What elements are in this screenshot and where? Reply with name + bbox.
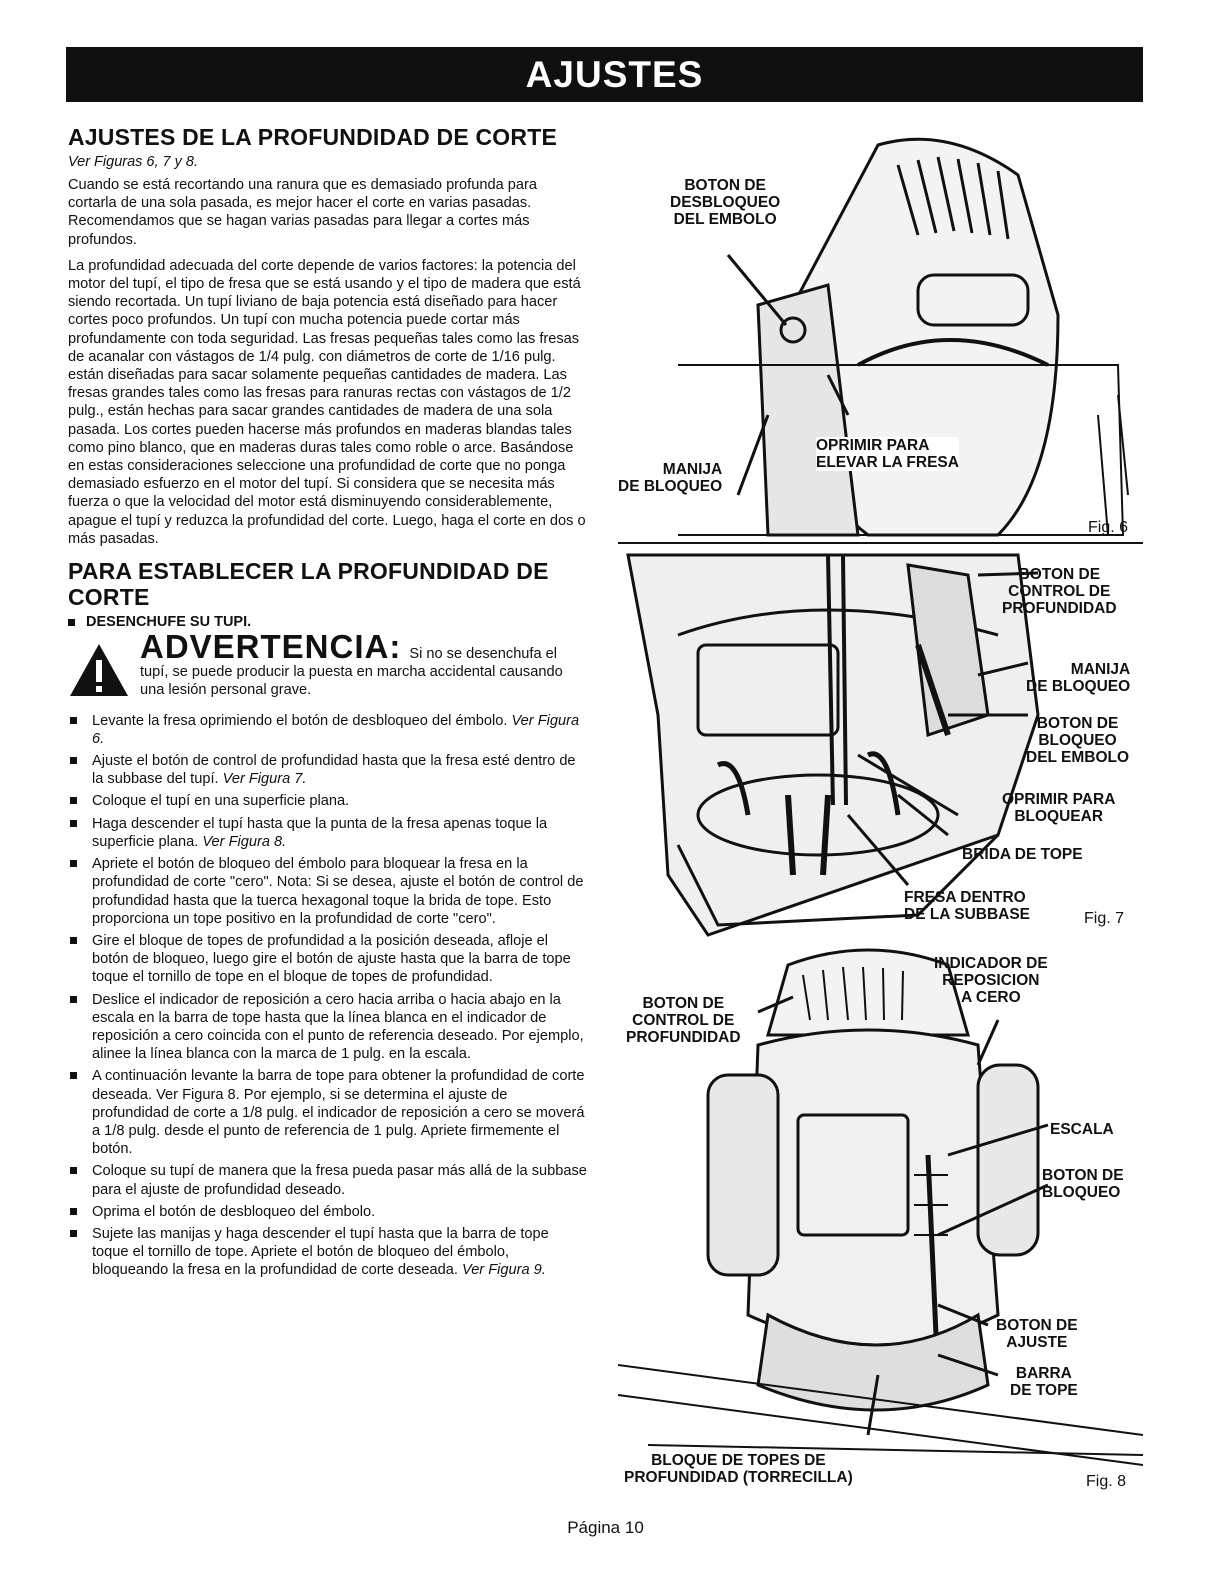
page-title: AJUSTES	[525, 53, 704, 95]
figure-number-7: Fig. 7	[1084, 910, 1125, 927]
list-item: Apriete el botón de bloqueo del émbolo p…	[68, 855, 588, 928]
warning-title: ADVERTENCIA:	[140, 628, 402, 666]
bullet-square-icon	[68, 618, 75, 626]
callout-lock-handle: MANIJA DE BLOQUEO	[618, 461, 723, 495]
steps-list: Levante la fresa oprimiendo el botón de …	[68, 712, 588, 1280]
figure-number-8: Fig. 8	[1086, 1473, 1127, 1490]
callout-stop-bar: BARRA DE TOPE	[1010, 1365, 1078, 1399]
warning-text-container: ADVERTENCIA:Si no se desenchufa el tupí,…	[140, 630, 588, 700]
list-item: Coloque el tupí en una superficie plana.	[68, 792, 588, 810]
figures-column: BOTON DE DESBLOQUEO DEL EMBOLO MANIJA DE…	[618, 115, 1143, 1510]
router-illustrations	[618, 137, 1143, 1466]
paragraph-intro: Cuando se está recortando una ranura que…	[68, 177, 537, 248]
callout-lock-knob: BOTON DE BLOQUEO	[1042, 1167, 1124, 1201]
page-number: Página 10	[567, 1518, 644, 1537]
callout-depth-control-knob-8: BOTON DE CONTROL DE PROFUNDIDAD	[626, 995, 741, 1046]
list-item: Levante la fresa oprimiendo el botón de …	[68, 712, 588, 748]
callout-stop-flange: BRIDA DE TOPE	[962, 846, 1083, 863]
callout-press-to-lock: OPRIMIR PARA BLOQUEAR	[1002, 791, 1116, 825]
callout-plunge-lock-button: BOTON DE BLOQUEO DEL EMBOLO	[1026, 715, 1130, 766]
callout-scale: ESCALA	[1050, 1121, 1114, 1138]
callout-lock-handle-7: MANIJA DE BLOQUEO	[1026, 661, 1131, 695]
warning-text: Si no se desenchufa el tupí, se puede pr…	[140, 646, 563, 699]
list-item: A continuación levante la barra de tope …	[68, 1067, 588, 1158]
section-title-set-depth: PARA ESTABLECER LA PROFUNDIDAD DE CORTE	[68, 558, 549, 611]
section-title-depth-adjust: AJUSTES DE LA PROFUNDIDAD DE CORTE	[68, 124, 557, 150]
callout-adjust-knob: BOTON DE AJUSTE	[996, 1317, 1078, 1351]
callout-depth-control-knob: BOTON DE CONTROL DE PROFUNDIDAD	[1002, 566, 1117, 617]
figure-number-6: Fig. 6	[1088, 519, 1129, 536]
list-item: Haga descender el tupí hasta que la punt…	[68, 815, 588, 851]
unplug-instruction: DESENCHUFE SU TUPI.	[68, 614, 588, 630]
callout-depth-stop-turret: BLOQUE DE TOPES DE PROFUNDIDAD (TORRECIL…	[624, 1452, 853, 1486]
unplug-text: DESENCHUFE SU TUPI.	[86, 614, 252, 631]
list-item: Ajuste el botón de control de profundida…	[68, 752, 588, 788]
callout-press-to-raise: OPRIMIR PARA ELEVAR LA FRESA	[816, 437, 959, 471]
text-column: AJUSTES DE LA PROFUNDIDAD DE CORTE Ver F…	[68, 118, 588, 1284]
warning-block: ADVERTENCIA:Si no se desenchufa el tupí,…	[68, 630, 588, 700]
callout-release-button: BOTON DE DESBLOQUEO DEL EMBOLO	[670, 177, 781, 228]
list-item: Oprima el botón de desbloqueo del émbolo…	[68, 1203, 588, 1221]
list-item: Deslice el indicador de reposición a cer…	[68, 991, 588, 1064]
list-item: Gire el bloque de topes de profundidad a…	[68, 932, 588, 987]
callout-zero-reset-indicator: INDICADOR DE REPOSICION A CERO	[934, 955, 1048, 1006]
paragraph-depth-factors: La profundidad adecuada del corte depend…	[68, 257, 586, 547]
warning-triangle-icon	[70, 644, 128, 697]
figure-reference: Ver Figuras 6, 7 y 8.	[68, 154, 199, 170]
callout-bit-inside-subbase: FRESA DENTRO DE LA SUBBASE	[904, 889, 1031, 923]
header-banner: AJUSTES	[66, 47, 1143, 102]
list-item: Sujete las manijas y haga descender el t…	[68, 1225, 588, 1280]
list-item: Coloque su tupí de manera que la fresa p…	[68, 1162, 588, 1198]
